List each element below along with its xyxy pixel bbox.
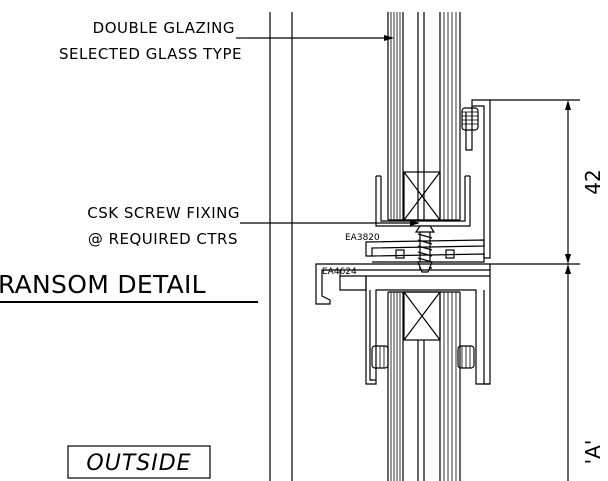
lower-mullion-profile	[365, 270, 491, 385]
profile-code-ea4624: EA4624	[322, 267, 357, 277]
profile-code-ea3820: EA3820	[345, 233, 380, 243]
transom-profile-ea3820: EA3820	[345, 233, 485, 263]
csk-screw	[414, 225, 436, 273]
lower-right-gasket	[457, 345, 475, 369]
upper-gasket	[461, 107, 479, 131]
lower-glazing-unit	[387, 291, 461, 481]
drawing-title: RANSOM DETAIL	[0, 270, 206, 299]
wall-lines	[269, 12, 293, 481]
upper-mullion-profile	[461, 99, 491, 259]
upper-glazing-unit	[387, 12, 461, 221]
glazing-leader	[248, 35, 394, 41]
glazing-label-line2: SELECTED GLASS TYPE	[59, 45, 242, 63]
glazing-label-line1: DOUBLE GLAZING	[93, 19, 235, 37]
screw-label-line2: @ REQUIRED CTRS	[88, 230, 238, 248]
dimension-upper-value: 42	[581, 169, 605, 194]
dimension-upper: 42	[565, 100, 605, 264]
dimension-lower: 'A'	[565, 264, 605, 481]
screw-label-line1: CSK SCREW FIXING	[87, 204, 240, 222]
outside-label-box: OUTSIDE	[67, 445, 211, 479]
outside-label: OUTSIDE	[86, 451, 191, 476]
lower-left-gasket	[371, 345, 389, 369]
dimension-lower-value: 'A'	[581, 440, 605, 465]
